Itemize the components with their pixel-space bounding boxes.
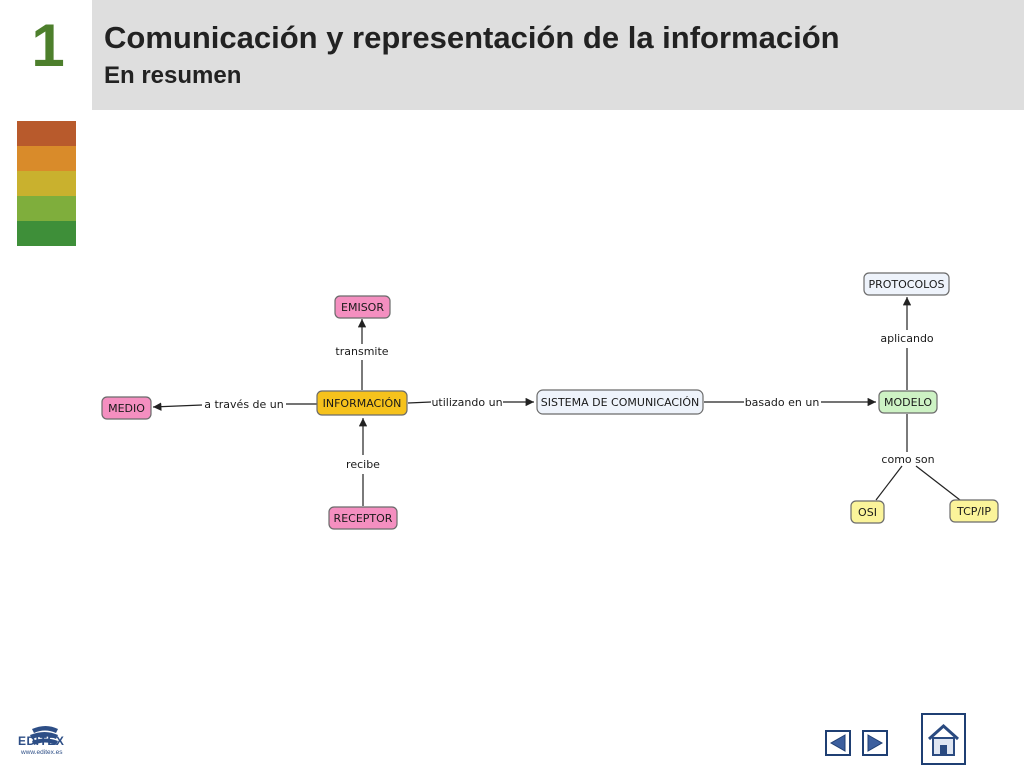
node-osi[interactable]: OSI — [850, 500, 885, 524]
edge-comoson-tcpip — [915, 465, 961, 501]
chapter-number: 1 — [31, 12, 65, 79]
node-emisor-label: EMISOR — [341, 301, 384, 314]
node-tcpip[interactable]: TCP/IP — [949, 499, 999, 523]
right-triangle-icon — [867, 734, 884, 752]
node-modelo-box — [878, 390, 938, 414]
node-receptor[interactable]: RECEPTOR — [328, 506, 398, 530]
node-sistema-box — [536, 389, 704, 415]
node-sistema[interactable]: SISTEMA DE COMUNICACIÓN — [536, 389, 704, 415]
editex-logo-mark — [30, 726, 58, 745]
node-medio[interactable]: MEDIO — [101, 396, 152, 420]
link-label-aplicando: aplicando — [880, 332, 934, 345]
link-label-basado: basado en un — [745, 396, 820, 409]
node-tcpip-box — [949, 499, 999, 523]
page-subtitle: En resumen — [104, 62, 242, 89]
node-sistema-label: SISTEMA DE COMUNICACIÓN — [541, 396, 700, 409]
node-informacion-label: INFORMACIÓN — [323, 397, 402, 410]
node-medio-label: MEDIO — [108, 402, 145, 415]
page-title: Comunicación y representación de la info… — [104, 20, 840, 55]
editex-logo-text: EDITEX — [18, 734, 65, 748]
node-osi-box — [850, 500, 885, 524]
node-tcpip-label: TCP/IP — [956, 505, 991, 518]
link-label-recibe: recibe — [346, 458, 380, 471]
node-informacion-box — [316, 390, 408, 416]
left-triangle-icon — [829, 734, 846, 752]
node-informacion[interactable]: INFORMACIÓN — [316, 390, 408, 416]
node-protocolos-label: PROTOCOLOS — [868, 278, 944, 291]
node-receptor-label: RECEPTOR — [334, 512, 393, 525]
node-osi-label: OSI — [858, 506, 877, 519]
edge-informacion-medio-arrow — [152, 402, 203, 411]
link-label-a-traves: a través de un — [204, 398, 284, 411]
edge-comoson-osi — [875, 465, 903, 501]
next-slide-button[interactable] — [862, 730, 888, 756]
node-modelo[interactable]: MODELO — [878, 390, 938, 414]
node-modelo-label: MODELO — [884, 396, 932, 409]
chapter-thumbnail — [17, 121, 76, 246]
node-emisor[interactable]: EMISOR — [334, 295, 391, 319]
link-label-utilizando: utilizando un — [431, 396, 502, 409]
node-protocolos[interactable]: PROTOCOLOS — [863, 272, 950, 296]
link-label-como-son: como son — [881, 453, 934, 466]
previous-slide-button[interactable] — [825, 730, 851, 756]
header-bar — [92, 0, 1024, 110]
node-medio-box — [101, 396, 152, 420]
editex-logo-url: www.editex.es — [21, 749, 63, 756]
node-emisor-box — [334, 295, 391, 319]
node-protocolos-box — [863, 272, 950, 296]
home-icon — [927, 723, 960, 756]
edge-informacion-sistema — [407, 401, 432, 404]
link-label-transmite: transmite — [335, 345, 388, 358]
home-button[interactable] — [921, 713, 966, 765]
node-receptor-box — [328, 506, 398, 530]
